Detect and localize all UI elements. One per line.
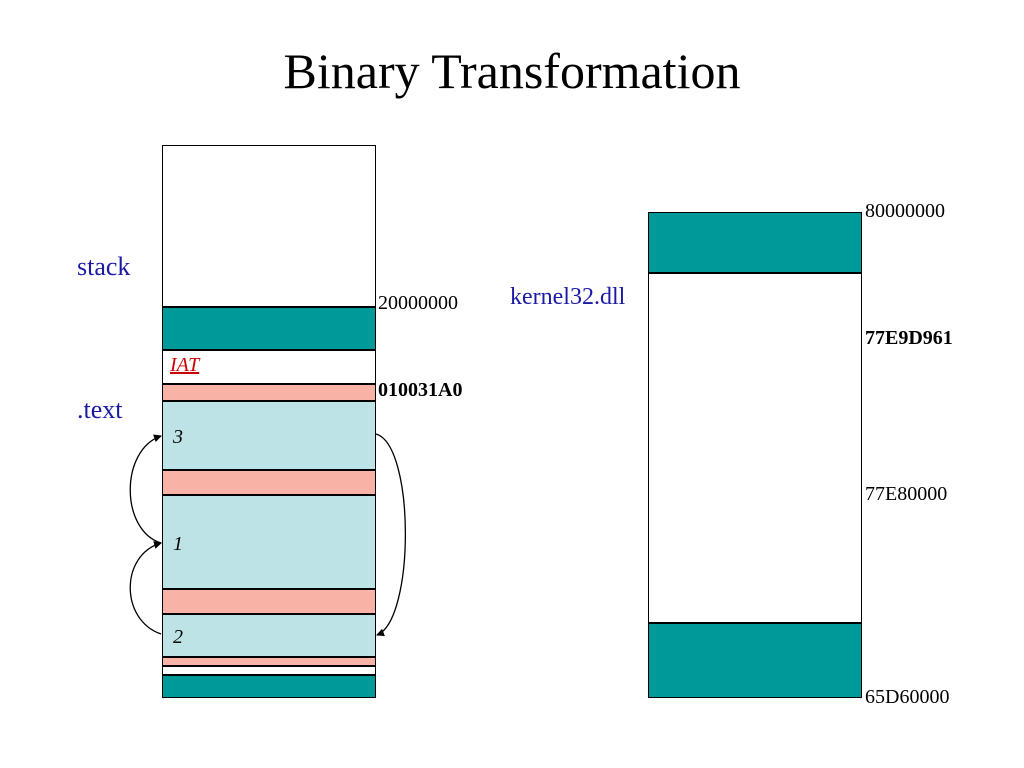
- address-65D60000: 65D60000: [865, 686, 950, 708]
- text-section-label: .text: [77, 395, 123, 424]
- iat-region: [162, 350, 376, 384]
- address-010031A0: 010031A0: [378, 379, 463, 401]
- stack-boundary-block: [162, 307, 376, 350]
- kernel32-top-block: [648, 212, 862, 273]
- address-77E80000: 77E80000: [865, 483, 948, 505]
- iat-label: IAT: [170, 354, 200, 376]
- arrow-1-to-3: [129, 434, 162, 544]
- segment-1-label: 1: [173, 533, 183, 555]
- address-77E9D961: 77E9D961: [865, 327, 953, 349]
- stack-region: [162, 145, 376, 307]
- slide-title: Binary Transformation: [283, 43, 741, 99]
- code-segment-2: [162, 614, 376, 657]
- code-segment-1: [162, 495, 376, 589]
- kernel32-bottom-block: [648, 623, 862, 698]
- code-segment-3: [162, 401, 376, 470]
- gap-region: [162, 666, 376, 675]
- kernel32-image-region: [648, 273, 862, 623]
- arrow-3-to-2: [375, 433, 406, 637]
- stack-label: stack: [77, 252, 131, 281]
- segment-2-label: 2: [173, 626, 183, 648]
- kernel32-label: kernel32.dll: [510, 284, 626, 310]
- inserted-block-1: [162, 470, 376, 495]
- bottom-teal-block: [162, 675, 376, 698]
- address-80000000: 80000000: [865, 200, 945, 222]
- inserted-block-2: [162, 589, 376, 614]
- arrow-2-to-1: [129, 541, 162, 635]
- segment-3-label: 3: [173, 426, 183, 448]
- iat-entry-block: [162, 384, 376, 401]
- inserted-block-3: [162, 657, 376, 666]
- address-20000000: 20000000: [378, 292, 458, 314]
